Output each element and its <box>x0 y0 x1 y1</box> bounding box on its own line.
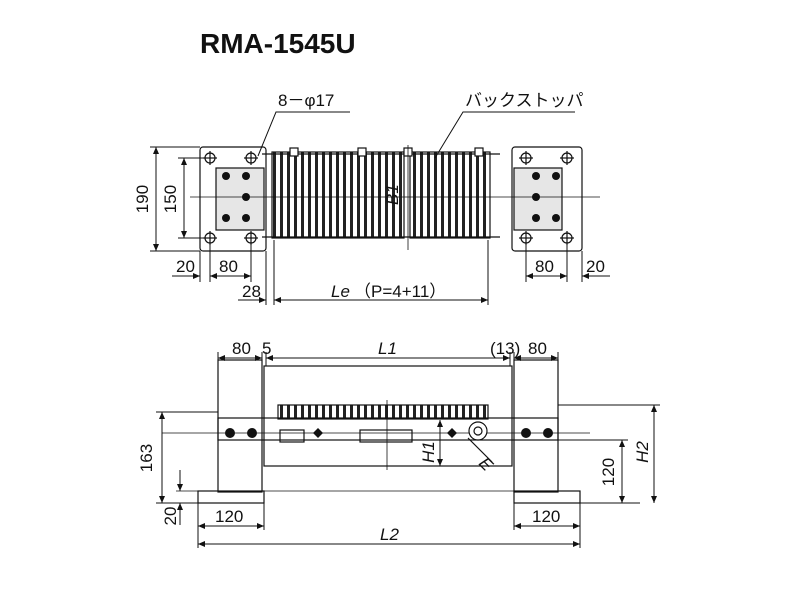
dim-190: 190 <box>133 185 152 213</box>
dim-front-5: 5 <box>262 339 271 358</box>
dim-le-note: （P=4+11） <box>354 282 446 301</box>
fin-body-right <box>409 151 491 239</box>
dim-l2: L2 <box>380 525 399 544</box>
fin-body-left <box>271 151 405 239</box>
dim-front-80-right: 80 <box>528 339 547 358</box>
front-view <box>162 359 590 504</box>
dim-foot-right-120: 120 <box>532 507 560 526</box>
page-title: RMA-1545U <box>200 28 356 59</box>
pivot-joint <box>467 421 493 463</box>
dim-e: E <box>475 453 497 475</box>
back-stopper-callout: バックストッパ <box>465 91 584 110</box>
dim-28: 28 <box>242 282 261 301</box>
callout-leaders <box>257 111 575 159</box>
right-column <box>513 359 559 493</box>
dim-left-80: 80 <box>219 257 238 276</box>
dim-front-80-left: 80 <box>232 339 251 358</box>
top-view-dimensions <box>150 146 610 305</box>
front-fins <box>277 404 489 420</box>
dim-rail-120: 120 <box>599 458 618 486</box>
dim-163: 163 <box>137 444 156 472</box>
block-bolts <box>222 172 560 222</box>
left-column <box>217 359 263 493</box>
dim-h2: H2 <box>633 441 652 463</box>
left-foot <box>197 490 265 504</box>
dim-left-20: 20 <box>176 257 195 276</box>
right-foot <box>513 490 581 504</box>
dim-base-20: 20 <box>161 507 180 526</box>
dim-front-13: (13) <box>490 339 520 358</box>
dim-right-80: 80 <box>535 257 554 276</box>
dim-le: Le <box>331 282 350 301</box>
front-view-dimensions <box>156 352 660 548</box>
right-end-plate <box>511 146 583 252</box>
dim-right-20: 20 <box>586 257 605 276</box>
dim-150: 150 <box>161 185 180 213</box>
dim-foot-left-120: 120 <box>215 507 243 526</box>
front-body <box>263 365 513 467</box>
left-end-plate <box>199 146 267 252</box>
dim-l1: L1 <box>378 339 397 358</box>
dim-b1: B1 <box>383 184 402 205</box>
terminal-box-left <box>279 429 305 443</box>
mounting-rail <box>217 417 559 441</box>
terminal-box-center <box>359 429 413 443</box>
mounting-holes <box>203 151 574 245</box>
dim-h1: H1 <box>419 441 438 463</box>
holes-callout: 8－φ17 <box>278 91 334 110</box>
front-bolts <box>225 428 553 438</box>
